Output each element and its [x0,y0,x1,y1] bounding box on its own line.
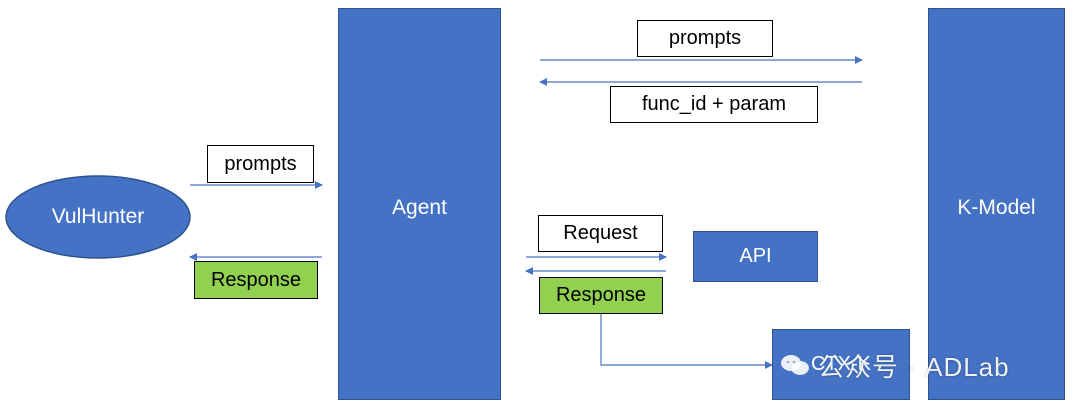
kmodel-label: K-Model [957,196,1036,219]
prompts-label-top: prompts [637,20,773,57]
kmodel-node: K-Model [928,8,1065,400]
prompts-label-left: prompts [207,145,314,183]
api-label: API [739,245,772,267]
arrow-response-to-ctxk [600,314,773,369]
func-id-param-label: func_id + param [610,86,818,123]
api-node: API [693,231,818,282]
vulhunter-label: VulHunter [51,205,145,228]
ctxk-label: CTX-K [811,353,871,375]
request-label: Request [538,215,663,252]
agent-label: Agent [392,196,447,219]
agent-node: Agent [338,8,501,400]
vulhunter-node [5,175,191,259]
response-label-left: Response [194,261,318,299]
ctxk-node: CTX-K [772,329,910,400]
response-label-mid: Response [539,277,663,314]
